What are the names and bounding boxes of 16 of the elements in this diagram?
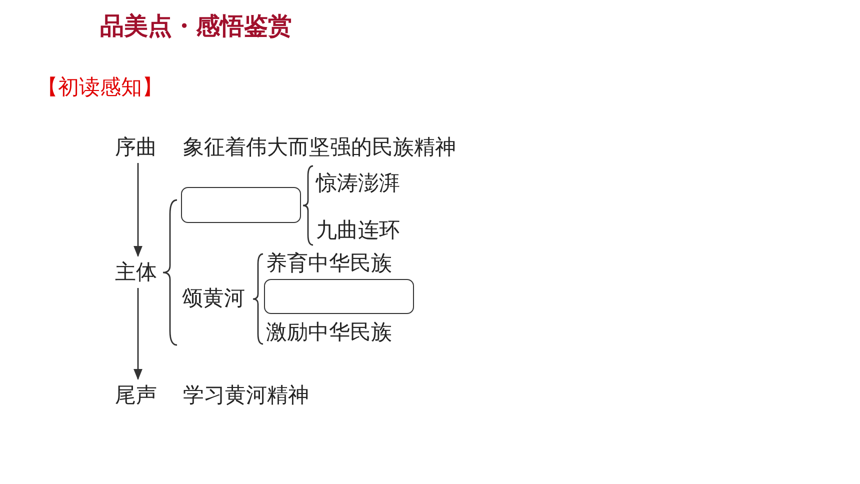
arrow — [134, 288, 142, 380]
answer-box — [264, 279, 414, 314]
branch-text: 颂黄河 — [182, 283, 245, 313]
stage-label: 序曲 — [115, 132, 157, 162]
description-text: 学习黄河精神 — [183, 382, 309, 409]
answer-box — [181, 187, 301, 223]
arrow — [134, 163, 142, 258]
branch-text: 养育中华民族 — [266, 248, 392, 278]
branch-text: 九曲连环 — [316, 215, 400, 245]
page-title: 品美点・感悟鉴赏 — [100, 11, 292, 42]
stage-label: 尾声 — [115, 380, 157, 410]
section-heading: 【初读感知】 — [37, 74, 163, 101]
stage-label: 主体 — [115, 257, 157, 287]
branch-text: 惊涛澎湃 — [316, 168, 400, 198]
description-text: 象征着伟大而坚强的民族精神 — [183, 134, 456, 161]
branch-text: 激励中华民族 — [266, 317, 392, 347]
